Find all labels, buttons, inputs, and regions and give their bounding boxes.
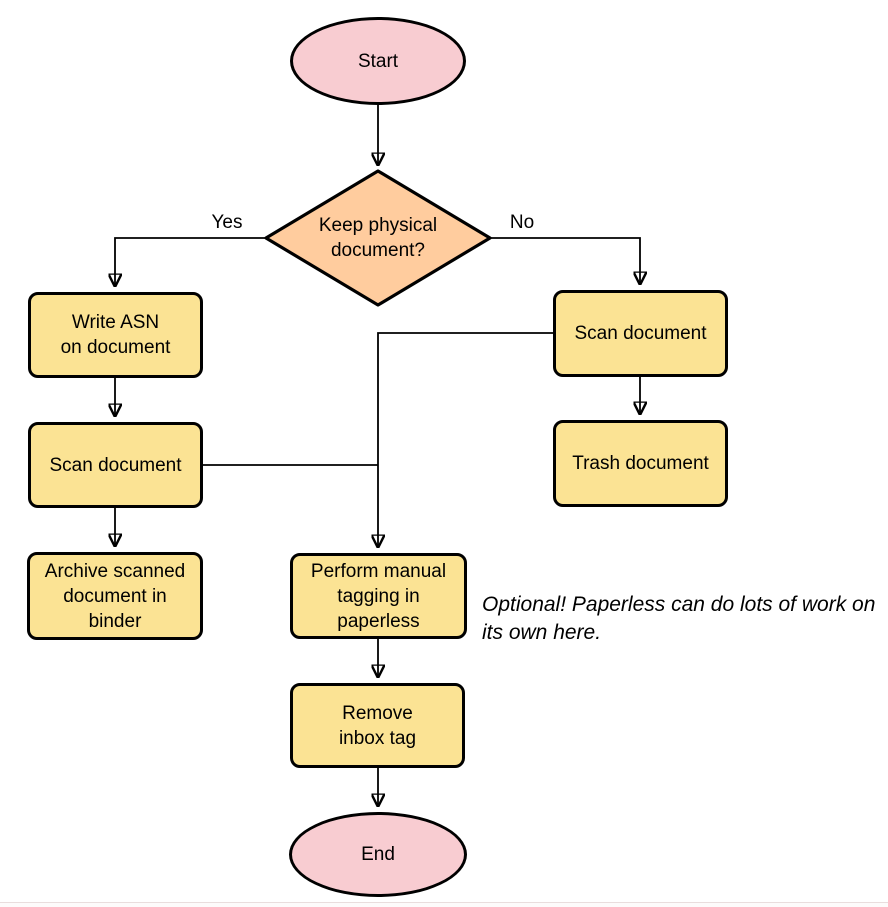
remove-inbox-line-1: Remove: [342, 702, 413, 724]
process-scan-document-right: Scan document: [553, 290, 728, 377]
terminator-start-label: Start: [357, 50, 399, 72]
tagging-line-2: tagging in: [337, 585, 420, 607]
terminator-start: Start: [290, 17, 466, 105]
edge-decision-yes-to-write-asn: [115, 237, 266, 285]
tagging-line-3: paperless: [337, 610, 420, 632]
decision-line-1: Keep physical: [318, 215, 438, 236]
write-asn-line-2: on document: [60, 337, 171, 358]
remove-inbox-line-2: inbox tag: [338, 727, 417, 749]
decision-diamond-shape: [264, 169, 492, 307]
optional-note-line-1: Optional! Paperless can do lots of work …: [482, 593, 876, 616]
process-trash-document: Trash document: [553, 420, 728, 507]
archive-line-2: document in: [63, 585, 167, 607]
edge-label-yes: Yes: [211, 212, 243, 233]
process-archive-in-binder: Archive scanned document in binder: [27, 552, 203, 640]
terminator-end: End: [289, 812, 467, 897]
terminator-end-label: End: [361, 844, 395, 865]
optional-note-line-2: its own here.: [482, 621, 602, 644]
edge-label-no: No: [509, 212, 535, 233]
archive-line-1: Archive scanned: [44, 560, 186, 582]
scan-right-label: Scan document: [574, 323, 707, 344]
tagging-line-1: Perform manual: [310, 560, 447, 582]
below-divider-strip: [0, 903, 888, 907]
edge-decision-no-to-scan-right: [490, 237, 640, 283]
decision-line-2: document?: [330, 240, 425, 261]
process-manual-tagging: Perform manual tagging in paperless: [290, 553, 467, 639]
archive-line-3: binder: [88, 610, 142, 632]
edge-scan-right-to-tagging: [378, 332, 553, 546]
process-write-asn: Write ASN on document: [28, 292, 203, 378]
trash-label: Trash document: [572, 453, 709, 474]
decision-keep-physical-label: Keep physical document?: [278, 212, 478, 264]
process-remove-inbox-tag: Remove inbox tag: [290, 683, 465, 768]
optional-note: Optional! Paperless can do lots of work …: [482, 591, 886, 647]
write-asn-line-1: Write ASN: [71, 312, 160, 333]
bottom-divider-line: [0, 902, 888, 903]
scan-left-label: Scan document: [49, 454, 182, 476]
process-scan-document-left: Scan document: [28, 422, 203, 508]
